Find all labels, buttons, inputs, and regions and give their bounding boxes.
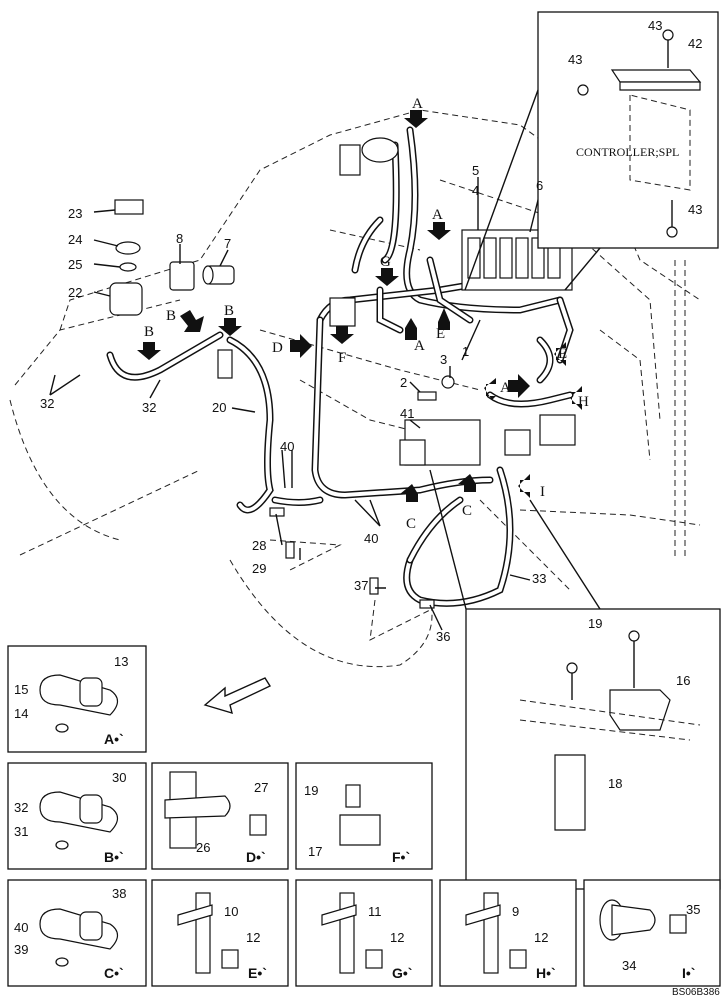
- part-41: 41: [400, 406, 414, 421]
- detail-d-part-27: 27: [254, 780, 268, 795]
- relay-block: [461, 229, 573, 291]
- detail-a-part-14: 14: [14, 706, 28, 721]
- detail-box-e: [151, 879, 289, 987]
- part-18: 18: [608, 776, 622, 791]
- detail-box-h: [439, 879, 577, 987]
- detail-c-part-40: 40: [14, 920, 28, 935]
- arrow-label-i: I: [540, 484, 545, 500]
- small-parts: [217, 349, 455, 609]
- diagram-code: BS06B386: [672, 987, 720, 998]
- part-1: 1: [462, 344, 469, 359]
- part-7: 7: [224, 236, 231, 251]
- arrow-label-f: F: [338, 350, 346, 366]
- top-connector: [339, 137, 399, 176]
- part-23: 23: [68, 206, 82, 221]
- part-40-top: 40: [280, 439, 294, 454]
- arrow-label-c: C: [462, 503, 472, 519]
- detail-h-part-12: 12: [534, 930, 548, 945]
- detail-b-part-32: 32: [14, 800, 28, 815]
- detail-a-caption: A•`: [104, 731, 124, 747]
- detail-e-part-12: 12: [246, 930, 260, 945]
- front-direction-arrow: [203, 677, 272, 715]
- frame-outline: [9, 109, 701, 668]
- part-8: 8: [176, 231, 183, 246]
- detail-b-caption: B•`: [104, 849, 124, 865]
- detail-labels: 13 15 14 A•` 30 32 31 B•` 38 40 39 C•` 2…: [14, 654, 700, 981]
- controller-label: CONTROLLER;SPL: [576, 145, 679, 159]
- part-43-bottom: 43: [688, 202, 702, 217]
- part-36: 36: [436, 629, 450, 644]
- arrow-label-e: E: [436, 326, 445, 342]
- detail-i-part-34: 34: [622, 958, 636, 973]
- arrow-label-d: D: [272, 340, 283, 356]
- part-6: 6: [536, 178, 543, 193]
- detail-e-part-10: 10: [224, 904, 238, 919]
- arrow-label-a: A: [432, 207, 443, 223]
- detail-boxes: [7, 645, 721, 987]
- detail-g-caption: G•`: [392, 965, 412, 981]
- detail-c-part-38: 38: [112, 886, 126, 901]
- part-20: 20: [212, 400, 226, 415]
- part-2: 2: [400, 375, 407, 390]
- detail-a-part-13: 13: [114, 654, 128, 669]
- detail-b-part-31: 31: [14, 824, 28, 839]
- detail-box-g: [295, 879, 433, 987]
- part-29: 29: [252, 561, 266, 576]
- detail-b-part-30: 30: [112, 770, 126, 785]
- arrow-label-b: B: [224, 303, 234, 319]
- controller-inset: [464, 11, 719, 291]
- detail-g-part-12: 12: [390, 930, 404, 945]
- arrow-label-e: E: [558, 346, 567, 362]
- part-25: 25: [68, 257, 82, 272]
- detail-h-part-9: 9: [512, 904, 519, 919]
- part-37: 37: [354, 578, 368, 593]
- right-connectors: [329, 297, 576, 456]
- part-3: 3: [440, 352, 447, 367]
- part-4: 4: [472, 183, 479, 198]
- detail-f-part-19: 19: [304, 783, 318, 798]
- main-harness: [106, 126, 574, 607]
- part-43-top: 43: [648, 18, 662, 33]
- detail-e-caption: E•`: [248, 965, 267, 981]
- key-switch-parts: [109, 199, 235, 316]
- part-22: 22: [68, 285, 82, 300]
- bracket-inset: [429, 469, 721, 890]
- arrow-label-h: H: [578, 394, 589, 410]
- reference-arrows: [137, 110, 582, 502]
- arrow-label-c: C: [406, 516, 416, 532]
- arrow-label-b: B: [144, 324, 154, 340]
- arrow-label-g: G: [380, 254, 391, 270]
- part-32-left: 32: [40, 396, 54, 411]
- part-33: 33: [532, 571, 546, 586]
- leader-lines: [49, 177, 541, 631]
- detail-i-caption: I•`: [682, 965, 695, 981]
- detail-a-part-15: 15: [14, 682, 28, 697]
- detail-f-caption: F•`: [392, 849, 410, 865]
- part-28: 28: [252, 538, 266, 553]
- part-43-left: 43: [568, 52, 582, 67]
- part-5: 5: [472, 163, 479, 178]
- arrow-label-b-extra: B: [166, 308, 176, 324]
- detail-d-part-26: 26: [196, 840, 210, 855]
- part-19: 19: [588, 616, 602, 631]
- controller-box-41: [399, 419, 481, 466]
- detail-i-part-35: 35: [686, 902, 700, 917]
- part-40-bottom: 40: [364, 531, 378, 546]
- part-number-labels: 23 24 25 22 8 7 32 32 20 40 28 29 40 37 …: [40, 18, 702, 791]
- detail-d-caption: D•`: [246, 849, 266, 865]
- part-16: 16: [676, 673, 690, 688]
- part-24: 24: [68, 232, 82, 247]
- arrow-letter-labels: A A A A B B B C C D E E F G H I: [144, 96, 589, 532]
- detail-h-caption: H•`: [536, 965, 556, 981]
- arrow-label-a: A: [412, 96, 423, 112]
- part-42: 42: [688, 36, 702, 51]
- arrow-label-a: A: [414, 338, 425, 354]
- detail-c-caption: C•`: [104, 965, 124, 981]
- detail-f-part-17: 17: [308, 844, 322, 859]
- part-32-right: 32: [142, 400, 156, 415]
- detail-g-part-11: 11: [368, 904, 382, 919]
- arrow-label-a: A: [500, 380, 511, 396]
- detail-c-part-39: 39: [14, 942, 28, 957]
